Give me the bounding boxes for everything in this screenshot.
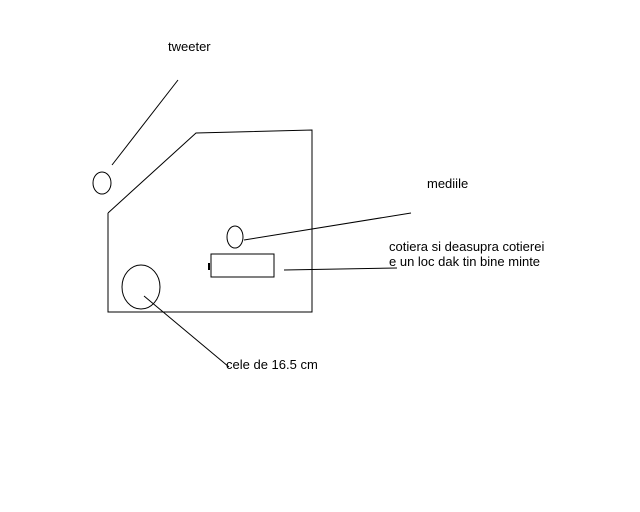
armrest-leader-line	[283, 267, 398, 271]
woofer-speaker	[121, 264, 161, 310]
tweeter-label: tweeter	[168, 39, 211, 54]
cotiera-label: cotiera si deasupra cotierei e un loc da…	[389, 239, 544, 269]
door-outline	[107, 129, 313, 313]
tweeter-speaker	[92, 171, 112, 195]
midrange-leader-line	[243, 212, 412, 241]
woofer-leader-line	[143, 295, 230, 368]
cotiera-label-line2: e un loc dak tin bine minte	[389, 254, 541, 269]
cele-label: cele de 16.5 cm	[226, 357, 318, 372]
mediile-label: mediile	[427, 176, 469, 191]
armrest	[210, 253, 275, 278]
cotiera-label-line1: cotiera si deasupra cotierei	[389, 239, 545, 254]
midrange-speaker	[226, 225, 244, 249]
tweeter-leader-line	[111, 79, 179, 166]
